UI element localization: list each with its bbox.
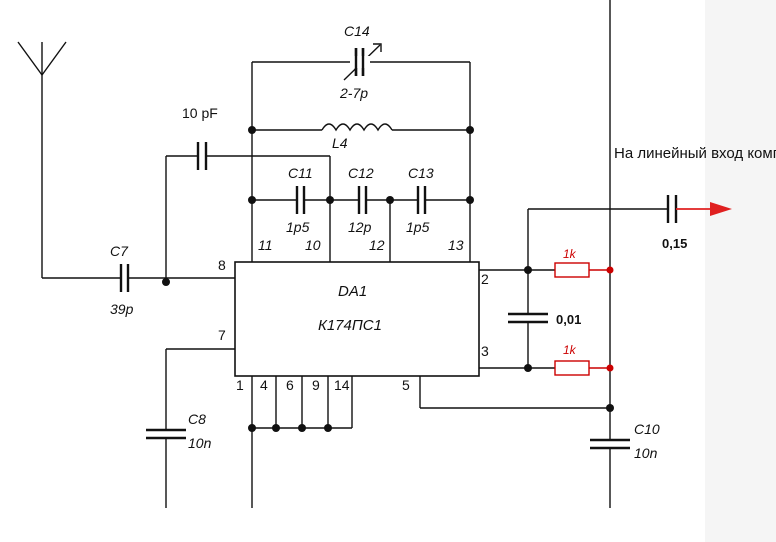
pin-label-8: 8: [218, 257, 226, 273]
label-r2-value: 1k: [563, 343, 577, 357]
label-c8-value: 10n: [188, 435, 212, 451]
node-pin4: [272, 424, 280, 432]
pin-label-11: 11: [258, 237, 273, 253]
pin-label-9: 9: [312, 377, 320, 393]
label-c7-value: 39p: [110, 301, 134, 317]
label-c12-ref: C12: [348, 165, 374, 181]
capacitor-c12: [357, 186, 368, 214]
pin-label-4: 4: [260, 377, 268, 393]
pin-label-14: 14: [334, 377, 350, 393]
inductor-l4: [321, 123, 393, 132]
capacitor-mid: [508, 312, 548, 324]
capacitor-c11: [295, 186, 306, 214]
pin-label-3: 3: [481, 343, 489, 359]
label-c11-ref: C11: [288, 165, 313, 181]
node-c11-left: [248, 196, 256, 204]
node-r1-rail: [606, 266, 614, 274]
output-arrow-icon: [710, 202, 732, 216]
label-c11-value: 1p5: [286, 219, 310, 235]
chip-ref: DA1: [338, 283, 367, 300]
pin-label-10: 10: [305, 237, 321, 253]
resistor-r1: [554, 262, 590, 278]
label-c14-ref: C14: [344, 23, 370, 39]
node-pin5-rail: [606, 404, 614, 412]
node-c13-right: [466, 196, 474, 204]
pin-label-5: 5: [402, 377, 410, 393]
capacitor-c14-plates: [354, 48, 365, 76]
pin-label-6: 6: [286, 377, 294, 393]
pin-label-2: 2: [481, 271, 489, 287]
node-r2-rail: [606, 364, 614, 372]
node-pin6: [298, 424, 306, 432]
label-r1-value: 1k: [563, 247, 577, 261]
resistor-r2: [554, 360, 590, 376]
label-cmid-value: 0,01: [556, 312, 581, 327]
label-c10-value: 10n: [634, 445, 658, 461]
pin-label-1: 1: [236, 377, 244, 393]
label-c12-value: 12p: [348, 219, 372, 235]
chip-part: К174ПС1: [318, 317, 382, 334]
label-cout-value: 0,15: [662, 236, 687, 251]
capacitor-output: [666, 195, 678, 223]
capacitor-c7: [119, 264, 130, 292]
node-pin1: [248, 424, 256, 432]
side-strip: [705, 0, 776, 542]
label-c13-ref: C13: [408, 165, 434, 181]
label-c13-value: 1p5: [406, 219, 430, 235]
pin-label-7: 7: [218, 327, 226, 343]
output-label: На линейный вход компа: [614, 145, 776, 162]
capacitor-c10: [590, 438, 630, 450]
pin-label-12: 12: [369, 237, 385, 253]
label-c8-ref: C8: [188, 411, 206, 427]
capacitor-c8: [146, 428, 186, 440]
label-c14-value: 2-7p: [339, 85, 368, 101]
pin-label-13: 13: [448, 237, 464, 253]
node-l4-left: [248, 126, 256, 134]
antenna-icon: [17, 41, 67, 278]
label-cin-value: 10 pF: [182, 105, 218, 121]
chip-da1: [234, 261, 480, 377]
label-c10-ref: C10: [634, 421, 660, 437]
node-l4-right: [466, 126, 474, 134]
capacitor-c13: [416, 186, 427, 214]
node-pin9: [324, 424, 332, 432]
label-c7-ref: C7: [110, 243, 129, 259]
capacitor-10pf: [196, 142, 208, 170]
label-l4-ref: L4: [332, 135, 348, 151]
